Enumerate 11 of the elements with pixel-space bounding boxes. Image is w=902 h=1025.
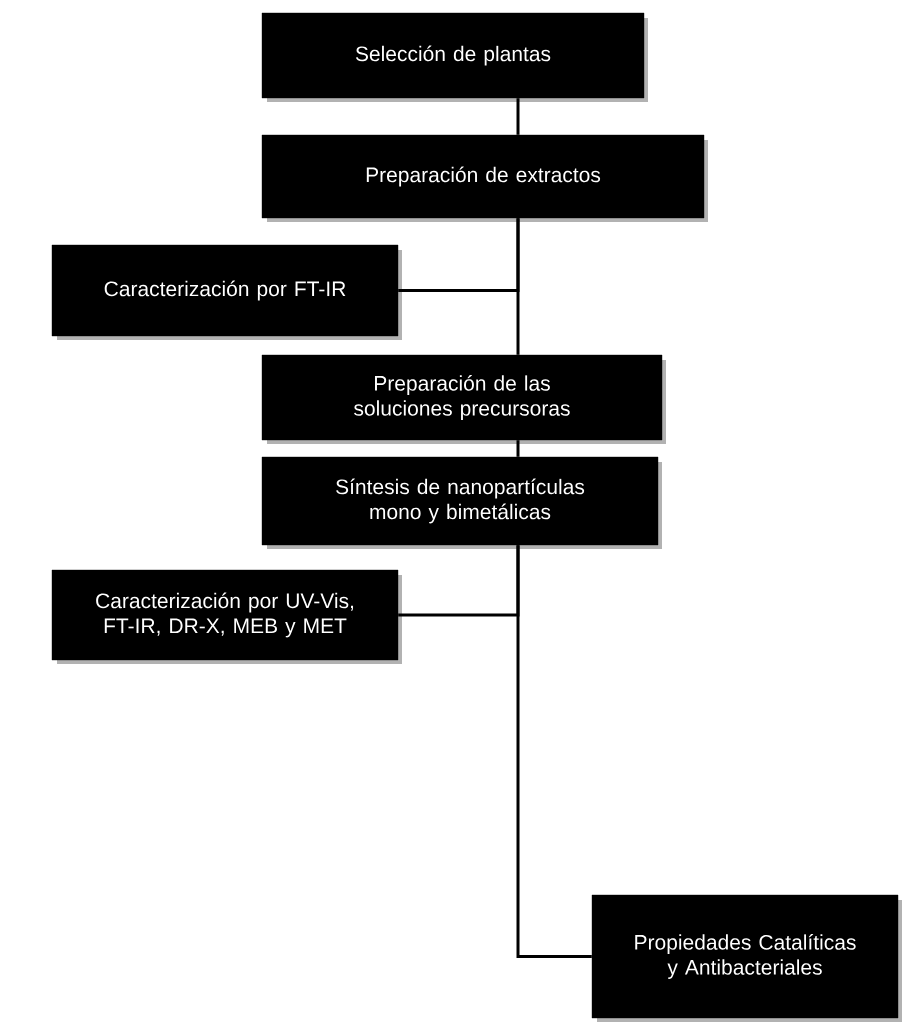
process-box: Caracterización por FT-IR [51,244,402,340]
process-box: Selección de plantas [261,12,648,102]
process-box: Preparación de las soluciones precursoras [261,354,666,444]
connector-line [516,98,520,135]
connector-line [516,545,592,958]
process-box: Síntesis de nanopartículas mono y bimetálicas [261,456,662,549]
connector-line [516,218,520,355]
connector-line [516,440,520,457]
process-box: Caracterización por UV-Vis, FT-IR, DR-X, MEB y MET [51,569,402,664]
process-box: Preparación de extractos [261,134,708,222]
process-box: Propiedades Catalíticas y Antibacteriales [591,894,902,1022]
